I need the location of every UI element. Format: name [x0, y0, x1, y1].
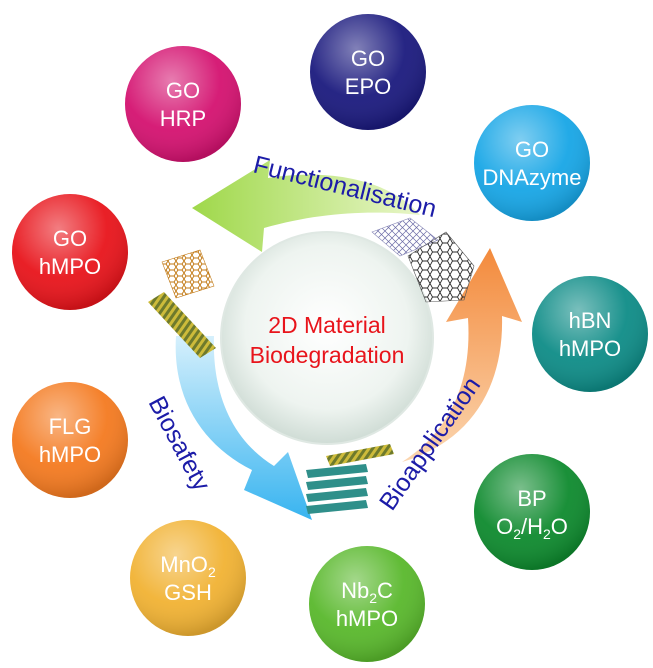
biosafety-arrow: [175, 336, 312, 520]
node-mno2-part-mno: MnO: [160, 552, 208, 577]
node-nb2c-sub-2: 2: [369, 590, 377, 606]
node-go-hmpo-line2: hMPO: [39, 254, 101, 279]
material-illustrations: [148, 217, 475, 514]
node-hbn-hmpo-line2: hMPO: [559, 336, 621, 361]
node-mno2-gsh-line1: MnO2: [160, 552, 216, 580]
stacked-sheet-2: [306, 476, 368, 490]
node-go-epo-line2: EPO: [345, 74, 391, 99]
node-go-hrp-line1: GO: [166, 78, 200, 103]
graphene-lattice-icon: [407, 231, 475, 303]
node-go-hrp: GO HRP: [125, 46, 241, 162]
bioapplication-arrow: [402, 248, 522, 462]
node-go-hrp-line2: HRP: [160, 106, 206, 131]
node-go-hrp-gloss: [125, 46, 241, 162]
node-nb2c-hmpo-line2: hMPO: [336, 606, 398, 631]
stacked-sheets-icon: [306, 464, 368, 514]
node-nb2c-hmpo-gloss: [309, 546, 425, 662]
node-bp-o2h2o-line2: O2/H2O: [496, 514, 568, 542]
node-hbn-hmpo: hBN hMPO: [532, 276, 648, 392]
node-nb2c-part-nb: Nb: [341, 578, 369, 603]
node-bp-o2h2o-part-h: /H: [521, 514, 543, 539]
node-hbn-hmpo-gloss: [532, 276, 648, 392]
center-title-line1: 2D Material: [268, 312, 386, 338]
center-hub: 2D Material Biodegradation: [220, 231, 434, 445]
biosafety-arrow-shape: [175, 336, 312, 520]
node-bp-o2h2o-part-o2: O: [551, 514, 568, 539]
node-go-epo-line1: GO: [351, 46, 385, 71]
node-flg-hmpo-line1: FLG: [49, 414, 92, 439]
node-go-epo-gloss: [310, 14, 426, 130]
node-go-hmpo-gloss: [12, 194, 128, 310]
node-bp-o2h2o-sub-2b: 2: [543, 526, 551, 542]
node-go-dnazyme-line1: GO: [515, 137, 549, 162]
node-flg-hmpo: FLG hMPO: [12, 382, 128, 498]
functionalisation-arrow-shape: [192, 160, 420, 252]
node-mno2-gsh: MnO2 GSH: [130, 520, 246, 636]
node-bp-o2h2o-part-o: O: [496, 514, 513, 539]
node-go-dnazyme-line2: DNAzyme: [482, 165, 581, 190]
node-bp-o2h2o-line1: BP: [517, 486, 546, 511]
node-flg-hmpo-gloss: [12, 382, 128, 498]
node-bp-o2h2o-gloss: [474, 454, 590, 570]
node-nb2c-hmpo-line1: Nb2C: [341, 578, 393, 606]
node-mno2-gsh-line2: GSH: [164, 580, 212, 605]
node-mno2-gsh-gloss: [130, 520, 246, 636]
node-hbn-hmpo-line1: hBN: [569, 308, 612, 333]
node-nb2c-hmpo: Nb2C hMPO: [309, 546, 425, 662]
stacked-sheet-3: [306, 488, 368, 502]
node-bp-o2h2o: BP O2/H2O: [474, 454, 590, 570]
center-circle: [220, 231, 434, 445]
mos2-sheet-icon: [148, 292, 216, 358]
node-go-hmpo-line1: GO: [53, 226, 87, 251]
black-phosphorus-lattice-icon: [161, 249, 215, 299]
node-go-dnazyme: GO DNAzyme: [474, 105, 590, 221]
functionalisation-arrow: [192, 160, 420, 252]
stacked-sheet-1: [306, 464, 368, 478]
node-mno2-sub-2: 2: [208, 564, 216, 580]
node-bp-o2h2o-sub-2a: 2: [513, 526, 521, 542]
bioapplication-arrow-shape: [402, 248, 522, 462]
node-go-hmpo: GO hMPO: [12, 194, 128, 310]
node-go-epo: GO EPO: [310, 14, 426, 130]
center-title-line2: Biodegradation: [250, 342, 405, 368]
layered-sheet-top-icon: [326, 444, 394, 466]
stacked-sheet-4: [306, 500, 368, 514]
node-nb2c-part-c: C: [377, 578, 393, 603]
node-go-dnazyme-gloss: [474, 105, 590, 221]
node-flg-hmpo-line2: hMPO: [39, 442, 101, 467]
